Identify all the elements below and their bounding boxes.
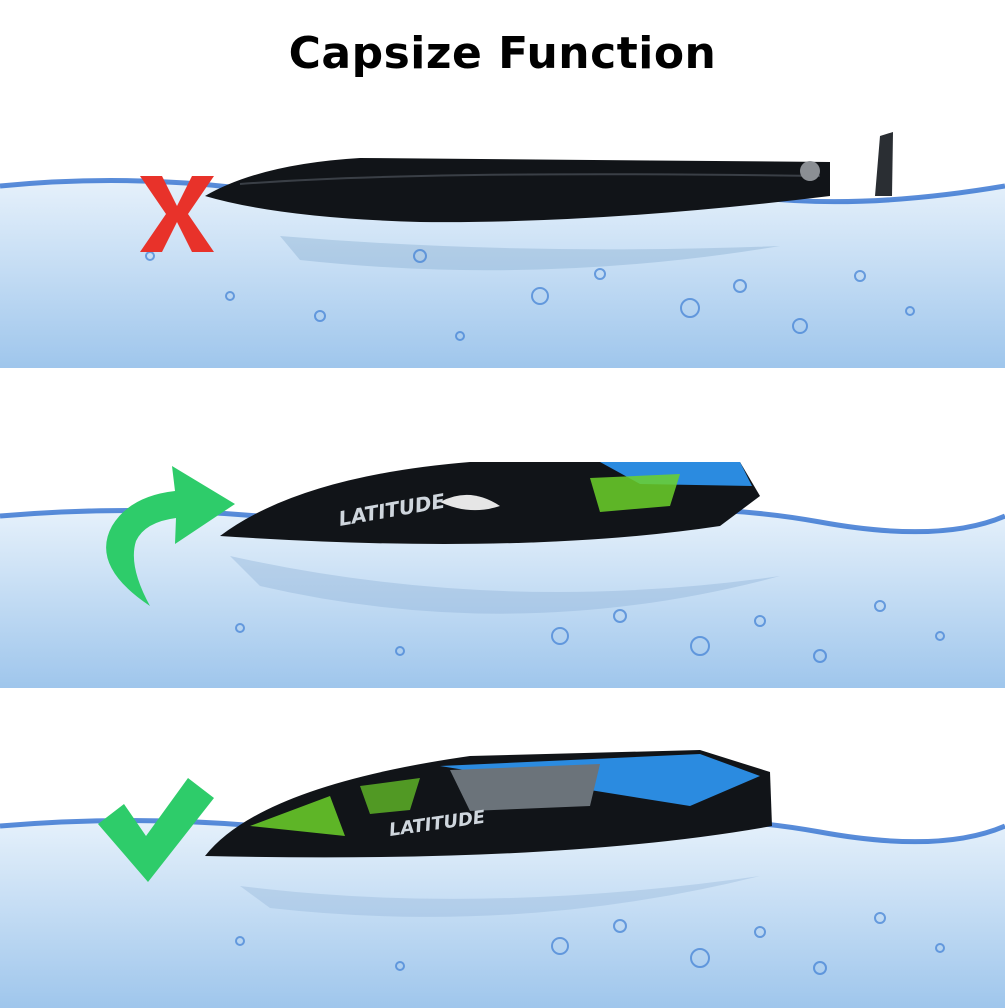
righting-panel: LATITUDE bbox=[0, 366, 1005, 688]
cross-icon bbox=[140, 176, 214, 252]
water bbox=[0, 179, 1005, 368]
water bbox=[0, 819, 1005, 1008]
page-title: Capsize Function bbox=[288, 28, 717, 79]
rudder bbox=[875, 132, 893, 196]
capsized-panel bbox=[0, 46, 1005, 368]
check-icon bbox=[98, 778, 214, 882]
upright-scene: LATITUDE bbox=[0, 750, 1005, 1008]
propeller bbox=[800, 161, 820, 181]
upright-panel: LATITUDE bbox=[0, 686, 1005, 1008]
righting-scene: LATITUDE bbox=[0, 462, 1005, 688]
capsized-scene bbox=[0, 132, 1005, 368]
curved-arrow-icon bbox=[106, 466, 235, 606]
water bbox=[0, 509, 1005, 688]
